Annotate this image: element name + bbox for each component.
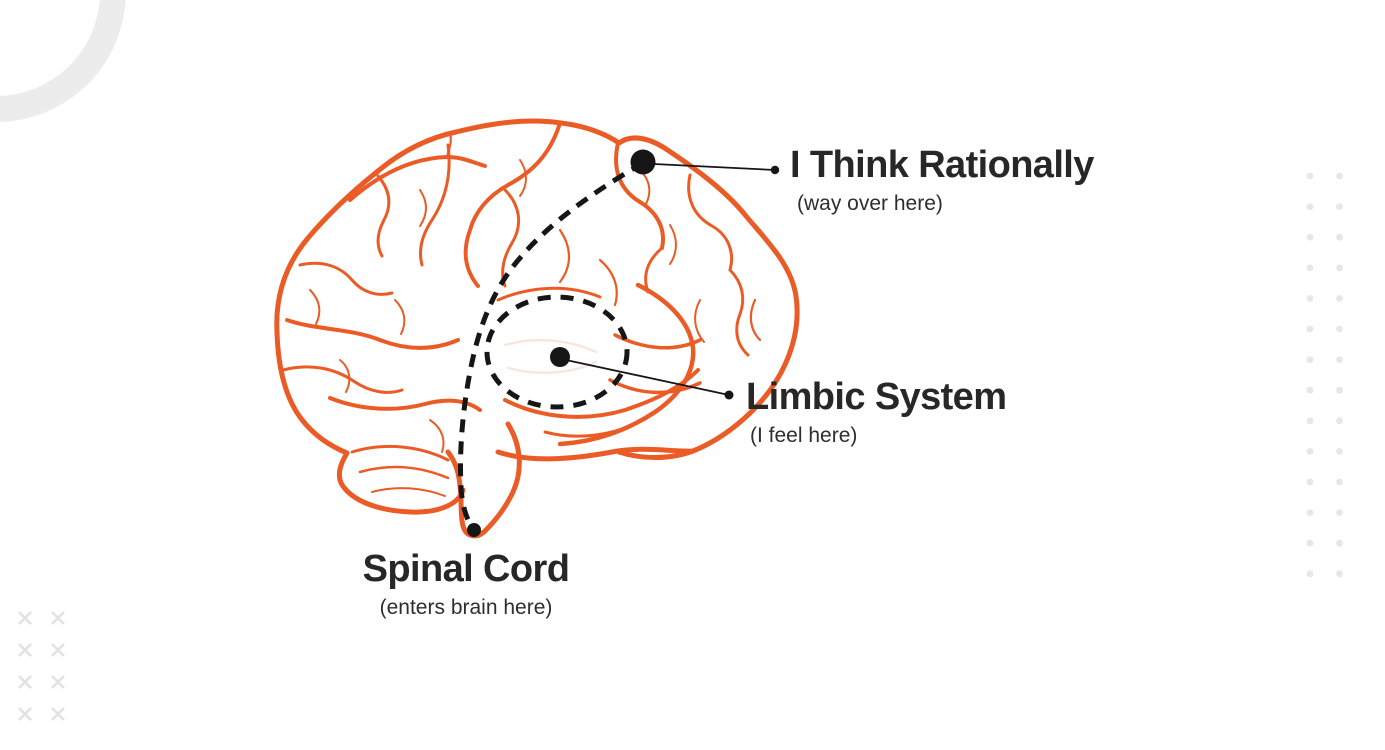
annotation-spinal-subtitle: (enters brain here): [379, 595, 553, 619]
decor-dot: [1336, 172, 1343, 180]
annotation-rational: I Think Rationally (way over here): [790, 146, 1094, 216]
decor-dot: [1336, 539, 1343, 547]
decor-dot: [1306, 295, 1314, 302]
decor-cross-icon: [51, 675, 65, 689]
decor-cross-icon: [51, 707, 65, 721]
decor-cross-icon: [18, 611, 32, 625]
annotation-spinal: Spinal Cord (enters brain here): [316, 550, 616, 620]
decor-dot: [1336, 417, 1343, 425]
decor-ring: [0, 0, 126, 122]
annotation-rational-title: I Think Rationally: [790, 144, 1094, 186]
right-dot-grid: [1306, 172, 1343, 578]
annotation-limbic-title: Limbic System: [746, 376, 1007, 418]
decor-dot: [1336, 356, 1343, 363]
decor-dot: [1336, 509, 1343, 516]
decor-cross-icon: [51, 611, 65, 625]
decor-cross-icon: [51, 643, 65, 657]
limbic-leader-line: [565, 359, 730, 396]
dashed-pathway-line: [457, 160, 645, 529]
decor-dot: [1306, 448, 1314, 455]
decor-cross-icon: [18, 707, 32, 721]
ring-shape-icon: [0, 0, 126, 122]
rational-marker-dot: [630, 149, 656, 175]
decor-dot: [1306, 264, 1314, 272]
decor-dot: [1306, 417, 1314, 425]
decor-dot: [1306, 172, 1314, 180]
annotation-overlay: [457, 149, 780, 537]
decor-dot: [1306, 570, 1314, 578]
annotation-limbic: Limbic System (I feel here): [746, 376, 1007, 448]
decor-dot: [1336, 478, 1343, 486]
decor-dot: [1306, 386, 1314, 394]
decor-dot: [1306, 478, 1314, 486]
limbic-dashed-circle: [484, 294, 630, 410]
decor-dot: [1336, 386, 1343, 394]
decor-dot: [1336, 295, 1343, 302]
brain-illustration-icon: [274, 118, 800, 539]
decor-dot: [1336, 203, 1343, 211]
decor-dot: [1336, 448, 1343, 455]
decor-dot: [1306, 356, 1314, 363]
decor-dot: [1306, 233, 1314, 241]
decor-cross-icon: [18, 643, 32, 657]
limbic-leader-end-dot: [724, 390, 734, 400]
decor-dot: [1336, 264, 1343, 272]
cross-grid: [18, 611, 65, 721]
annotation-rational-subtitle: (way over here): [797, 191, 943, 215]
limbic-marker-dot: [550, 347, 570, 367]
rational-leader-line: [653, 163, 776, 171]
decor-dot: [1336, 233, 1343, 241]
annotation-spinal-title: Spinal Cord: [362, 548, 570, 590]
rational-leader-end-dot: [770, 165, 780, 175]
decor-dot: [1336, 325, 1343, 333]
decor-cross-icon: [18, 675, 32, 689]
decor-dot: [1306, 509, 1314, 516]
spinal-marker-dot: [467, 523, 481, 537]
decor-dot: [1336, 570, 1343, 578]
annotation-limbic-subtitle: (I feel here): [750, 423, 858, 447]
decor-dot: [1306, 325, 1314, 333]
decor-dot: [1306, 203, 1314, 211]
decor-dot: [1306, 539, 1314, 547]
